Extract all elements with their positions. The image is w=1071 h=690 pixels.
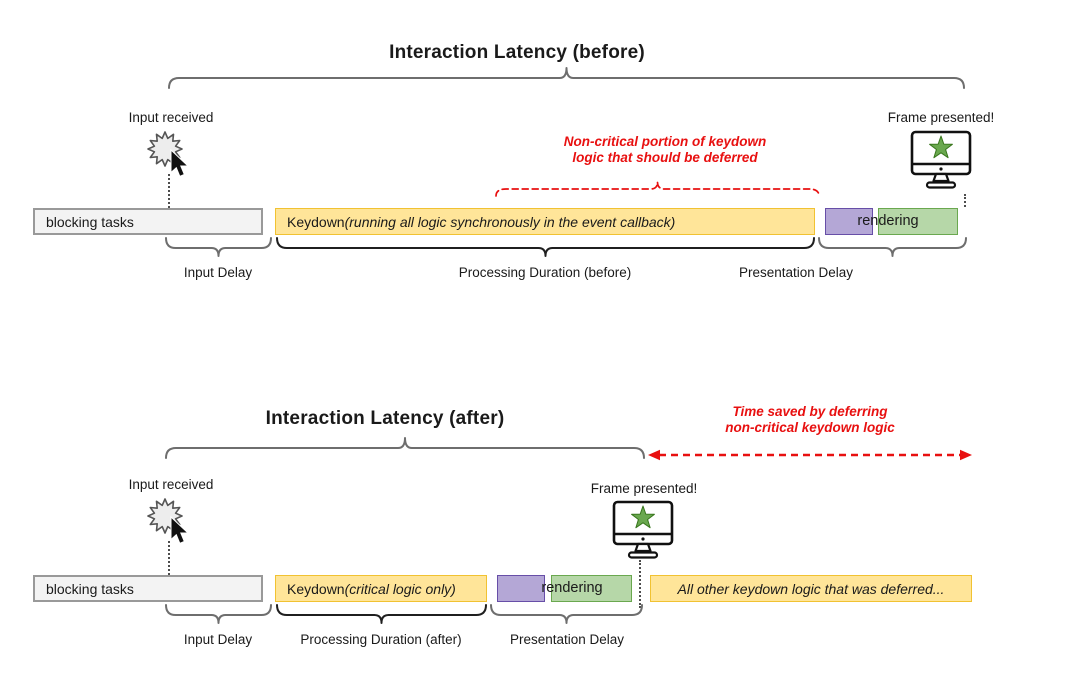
after-blocking-tasks-bar: blocking tasks [33,575,263,602]
before-input-received-label: Input received [128,110,214,125]
after-presentation-label: Presentation Delay [509,632,625,647]
after-rendering-purple-segment [497,575,545,602]
time-saved-annotation: Time saved by deferring non-critical key… [725,404,895,435]
after-keydown-bar: Keydown (critical logic only) [275,575,487,602]
after-frame-dotted-line [639,560,641,608]
monitor-star-icon [910,130,972,189]
after-input-delay-brace [165,604,272,624]
before-input-dotted-line [168,174,170,208]
before-rendering-label: rendering [857,213,919,229]
after-processing-brace [276,604,487,624]
before-title: Interaction Latency (before) [389,42,645,63]
cursor-icon [170,515,190,544]
deferred-keydown-bar: All other keydown logic that was deferre… [650,575,972,602]
before-input-delay-brace [165,237,272,257]
after-input-dotted-line [168,541,170,575]
after-input-received-label: Input received [128,477,214,492]
non-critical-dashed-brace [495,181,820,197]
after-processing-label: Processing Duration (after) [300,632,462,647]
after-rendering-green-segment [551,575,632,602]
before-rendering-green-segment [878,208,958,235]
before-span-brace [168,67,965,89]
click-burst-icon [147,131,190,177]
after-title: Interaction Latency (after) [265,408,505,429]
after-presentation-brace [490,604,643,624]
before-presentation-brace [818,237,967,257]
before-keydown-bar: Keydown (running all logic synchronously… [275,208,815,235]
before-input-delay-label: Input Delay [183,265,253,280]
before-deferred-annotation: Non-critical portion of keydown logic th… [563,134,767,165]
after-span-brace [165,437,645,459]
click-burst-icon [147,498,190,544]
before-presentation-label: Presentation Delay [738,265,854,280]
before-blocking-tasks-bar: blocking tasks [33,208,263,235]
green-star-icon [929,135,953,159]
time-saved-dashed-arrow [648,449,972,461]
before-frame-dotted-line [964,194,966,207]
cursor-icon [170,148,190,177]
after-input-delay-label: Input Delay [183,632,253,647]
before-rendering-purple-segment [825,208,873,235]
before-processing-label: Processing Duration (before) [458,265,632,280]
monitor-star-icon [612,500,674,559]
green-star-icon [631,505,655,529]
before-frame-presented-label: Frame presented! [887,110,995,125]
before-processing-brace [276,237,815,257]
after-rendering-label: rendering [541,580,603,596]
after-frame-presented-label: Frame presented! [590,481,698,496]
